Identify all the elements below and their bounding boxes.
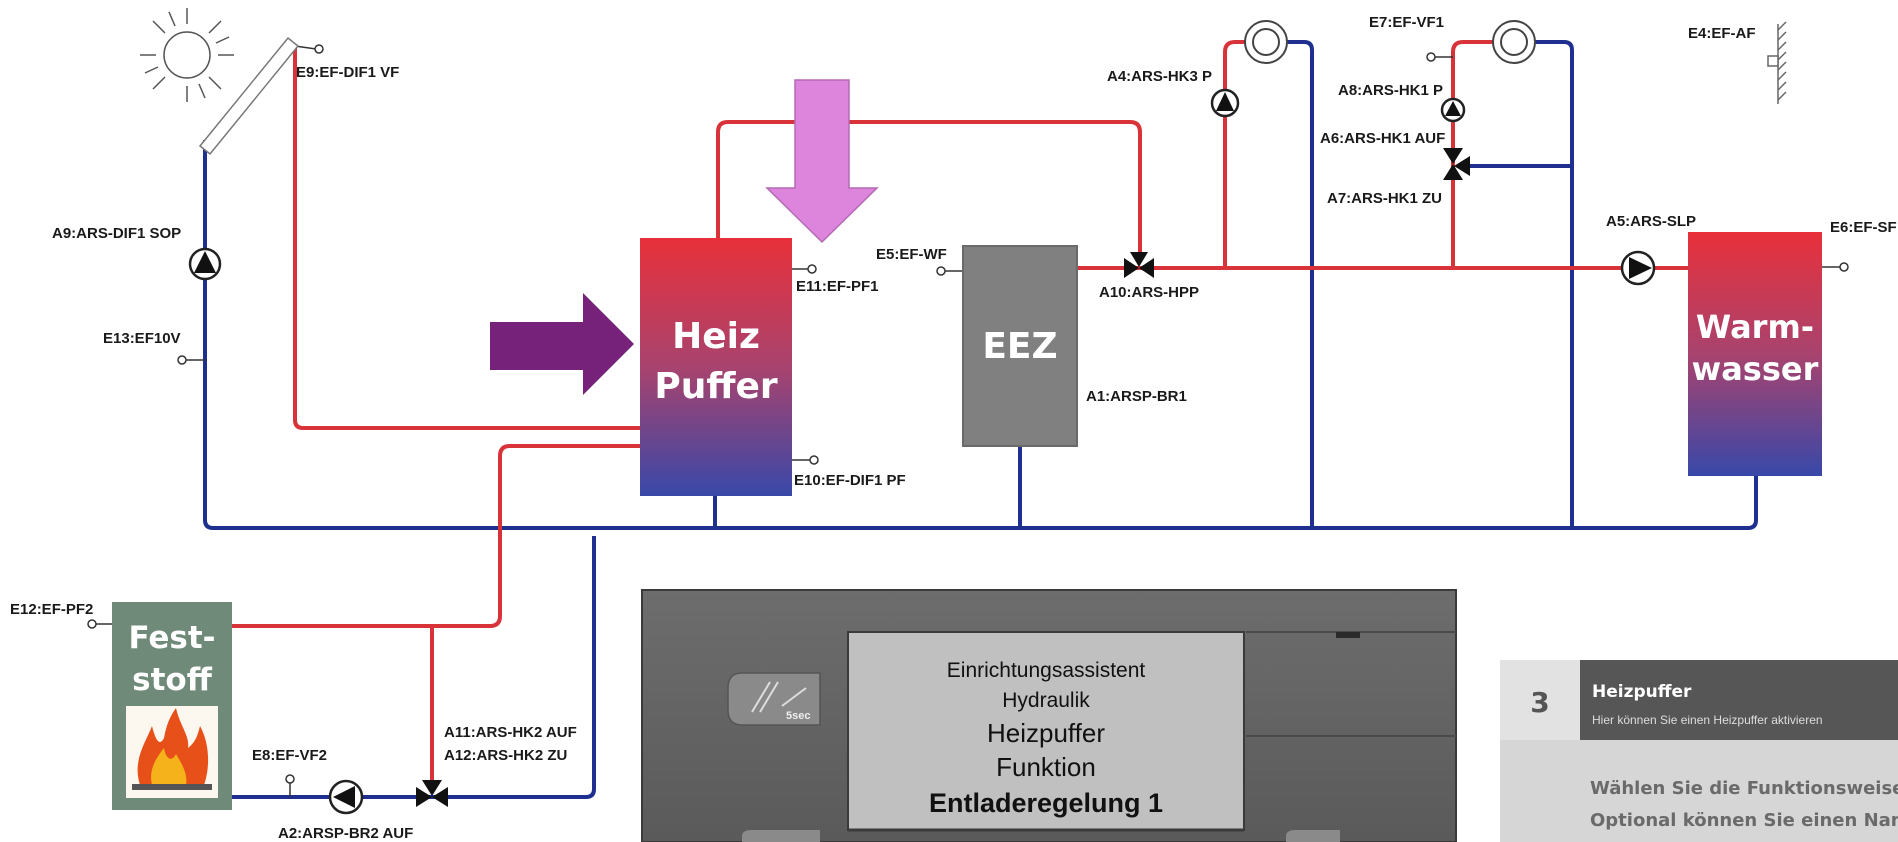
sensor-e10-icon [809,455,819,465]
wizard-header [1580,660,1898,740]
heizpuffer-label-line2: Puffer [654,366,778,407]
eez-unit: EEZ [962,245,1078,447]
warmwasser-tank: Warm- wasser [1688,232,1822,476]
label-a5: A5:ARS-SLP [1606,213,1696,230]
sun-icon [140,8,234,102]
valve-a11-a12-icon [416,780,448,807]
label-a8: A8:ARS-HK1 P [1338,82,1443,99]
controller-side-button[interactable]: 5sec [727,672,821,726]
controller-button-label: 5sec [786,710,810,722]
label-a7: A7:ARS-HK1 ZU [1327,190,1442,207]
warmwasser-label-line1: Warm- [1696,308,1814,346]
label-e12: E12:EF-PF2 [10,601,93,618]
label-e6: E6:EF-SF [1830,219,1897,236]
display-line-3: Heizpuffer [987,718,1105,748]
label-a12: A12:ARS-HK2 ZU [444,747,567,764]
pump-a8-icon [1440,97,1466,123]
label-a9: A9:ARS-DIF1 SOP [52,225,181,242]
feststoff-boiler: Fest- stoff [112,602,232,810]
valve-a6-a7-icon [1443,148,1470,180]
wizard-panel: 3 Heizpuffer Hier können Sie einen Heizp… [1500,660,1898,842]
display-line-2: Hydraulik [1002,689,1090,712]
label-e9: E9:EF-DIF1 VF [296,64,399,81]
down-arrow-icon [765,79,879,244]
label-e10: E10:EF-DIF1 PF [794,472,906,489]
pump-a4-icon [1210,88,1240,118]
wizard-subtitle: Hier können Sie einen Heizpuffer aktivie… [1592,713,1823,727]
heizpuffer-tank: Heiz Puffer [640,238,792,496]
pipes [203,40,1758,799]
sensor-stubs [87,44,1849,797]
controller-lower-button[interactable] [742,830,820,842]
pump-a2-icon [328,779,364,815]
right-arrow-icon [490,293,634,395]
fire-icon [126,706,218,798]
display-line-1: Einrichtungsassistent [947,659,1146,682]
wizard-text-1: Wählen Sie die Funktionsweise [1590,778,1898,799]
controller-display [847,631,1245,831]
label-e4: E4:EF-AF [1688,25,1756,42]
controller-lower-right-button[interactable] [1286,830,1340,842]
controller-device: 5sec Einrichtungsassistent Hydraulik Hei… [641,589,1457,842]
eez-label: EEZ [982,326,1057,367]
label-e8: E8:EF-VF2 [252,747,327,764]
component-labels: E9:EF-DIF1 VF A9:ARS-DIF1 SOP E13:EF10V … [10,14,1897,842]
valve-a10-icon [1124,252,1154,278]
chimney-sweep-icon [751,681,807,713]
sensor-e7-icon [1426,52,1436,62]
wizard-step-number: 3 [1530,686,1549,719]
sensor-e5-icon [936,266,946,276]
sensor-e6-icon [1839,262,1849,272]
hot-puffer-top-loop [716,120,1142,262]
sensor-e13-icon [177,355,187,365]
label-e5: E5:EF-WF [876,246,947,263]
solar-collector-icon [198,36,300,156]
display-line-5: Entladeregelung 1 [929,788,1163,818]
label-e13: E13:EF10V [103,330,181,347]
label-e7: E7:EF-VF1 [1369,14,1444,31]
label-a4: A4:ARS-HK3 P [1107,68,1212,85]
cold-feststoff-line [232,536,596,799]
hot-hk1-supply [1451,40,1496,268]
sensor-e11-icon [807,264,817,274]
feststoff-label-line1: Fest- [128,620,215,656]
label-a6: A6:ARS-HK1 AUF [1320,130,1445,147]
pump-a9-icon [188,247,222,281]
label-a11: A11:ARS-HK2 AUF [444,724,577,741]
cold-return-main [203,140,1758,530]
heating-circuit-hk3-icon [1244,20,1288,64]
wizard-title: Heizpuffer [1592,682,1692,702]
warmwasser-label-line2: wasser [1692,350,1819,388]
heizpuffer-label-line1: Heiz [672,316,760,357]
label-a2: A2:ARSP-BR2 AUF [278,825,413,842]
wizard-text-2: Optional können Sie einen Nam [1590,810,1898,831]
hot-hk3-supply [1223,40,1248,268]
hot-feststoff-line [232,444,640,628]
outdoor-sensor-icon [1767,21,1787,104]
label-a1: A1:ARSP-BR1 [1086,388,1187,405]
sensor-e9-icon [314,44,324,54]
cold-hk1-return [1532,40,1574,528]
feststoff-label-line2: stoff [132,662,213,698]
sensor-e8-icon [285,774,295,784]
pump-a5-icon [1620,250,1656,286]
hot-solar-line [293,46,640,430]
sensor-e12-icon [87,619,97,629]
label-e11: E11:EF-PF1 [796,278,879,295]
cold-hk3-return [1283,40,1314,528]
display-line-4: Funktion [996,752,1096,782]
label-a10: A10:ARS-HPP [1099,284,1199,301]
heating-circuit-hk1-icon [1492,20,1536,64]
